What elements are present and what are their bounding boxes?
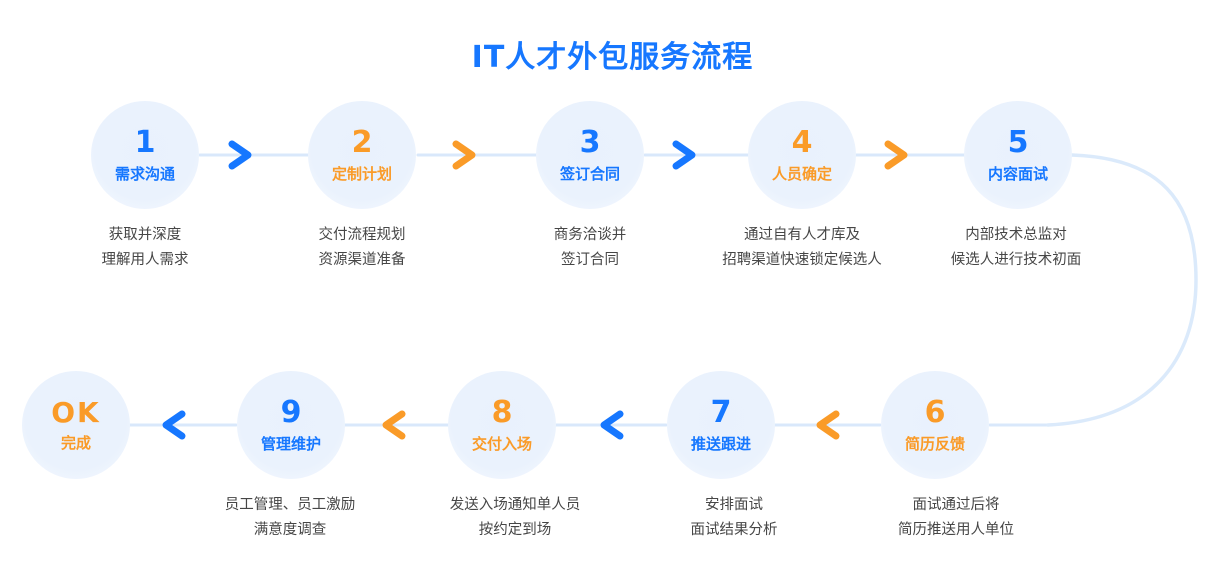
flow-node-5[interactable]: 5 内容面试 bbox=[918, 101, 1118, 209]
flow-node-2[interactable]: 2 定制计划 bbox=[262, 101, 462, 209]
desc-line: 满意度调查 bbox=[253, 522, 327, 538]
connector-5-6-curve bbox=[1046, 153, 1198, 427]
node-bubble: 8 交付入场 bbox=[448, 371, 556, 479]
node-label: 管理维护 bbox=[260, 435, 321, 453]
desc-line: 理解用人需求 bbox=[101, 252, 189, 268]
node-number: 6 bbox=[924, 395, 946, 430]
arrow-7-8 bbox=[600, 410, 624, 440]
flow-desc-9: 员工管理、员工激励 满意度调查 bbox=[225, 493, 356, 543]
desc-line: 商务洽谈并 bbox=[553, 227, 627, 243]
desc-line: 交付流程规划 bbox=[318, 227, 406, 243]
node-number: 5 bbox=[1007, 125, 1029, 160]
node-label: 定制计划 bbox=[331, 165, 392, 183]
flow-node-8[interactable]: 8 交付入场 bbox=[402, 371, 602, 479]
desc-line: 内部技术总监对 bbox=[965, 227, 1067, 243]
desc-line: 面试通过后将 bbox=[912, 497, 1000, 513]
node-label: 推送跟进 bbox=[690, 435, 751, 453]
flow-node-7[interactable]: 7 推送跟进 bbox=[621, 371, 821, 479]
node-number: 4 bbox=[791, 125, 813, 160]
node-bubble: 9 管理维护 bbox=[237, 371, 345, 479]
node-bubble: 7 推送跟进 bbox=[667, 371, 775, 479]
flow-node-6[interactable]: 6 简历反馈 bbox=[835, 371, 1035, 479]
desc-line: 安排面试 bbox=[705, 497, 763, 513]
arrow-6-7 bbox=[816, 410, 840, 440]
flow-node-4[interactable]: 4 人员确定 bbox=[702, 101, 902, 209]
node-bubble: 2 定制计划 bbox=[308, 101, 416, 209]
node-label: 签订合同 bbox=[559, 165, 620, 183]
node-label: 简历反馈 bbox=[904, 435, 965, 453]
node-label: 内容面试 bbox=[987, 165, 1048, 183]
node-bubble: 5 内容面试 bbox=[964, 101, 1072, 209]
flow-node-9[interactable]: 9 管理维护 bbox=[191, 371, 391, 479]
desc-line: 获取并深度 bbox=[108, 227, 182, 243]
desc-line: 简历推送用人单位 bbox=[898, 522, 1014, 538]
flow-node-3[interactable]: 3 签订合同 bbox=[490, 101, 690, 209]
arrow-9-ok bbox=[162, 410, 186, 440]
node-label: 完成 bbox=[60, 434, 91, 452]
desc-line: 招聘渠道快速锁定候选人 bbox=[722, 252, 882, 268]
node-bubble: 3 签订合同 bbox=[536, 101, 644, 209]
node-number: OK bbox=[51, 396, 101, 429]
page-title: IT人才外包服务流程 bbox=[471, 40, 754, 75]
flow-desc-8: 发送入场通知单人员 按约定到场 bbox=[450, 493, 581, 543]
desc-line: 面试结果分析 bbox=[690, 522, 778, 538]
desc-line: 资源渠道准备 bbox=[318, 252, 406, 268]
node-bubble: 4 人员确定 bbox=[748, 101, 856, 209]
node-number: 7 bbox=[710, 395, 732, 430]
node-label: 人员确定 bbox=[771, 165, 832, 183]
arrow-3-4 bbox=[672, 140, 696, 170]
arrow-8-9 bbox=[382, 410, 406, 440]
desc-line: 候选人进行技术初面 bbox=[950, 252, 1082, 268]
node-number: 3 bbox=[579, 125, 601, 160]
node-number: 2 bbox=[351, 125, 373, 160]
flow-node-1[interactable]: 1 需求沟通 bbox=[45, 101, 245, 209]
node-number: 8 bbox=[491, 395, 513, 430]
flow-desc-1: 获取并深度 理解用人需求 bbox=[102, 223, 189, 273]
flow-desc-5: 内部技术总监对 候选人进行技术初面 bbox=[951, 223, 1082, 273]
node-bubble: 1 需求沟通 bbox=[91, 101, 199, 209]
desc-line: 通过自有人才库及 bbox=[744, 227, 860, 243]
arrow-1-2 bbox=[228, 140, 252, 170]
flow-desc-7: 安排面试 面试结果分析 bbox=[691, 493, 778, 543]
flow-desc-2: 交付流程规划 资源渠道准备 bbox=[319, 223, 406, 273]
node-label: 需求沟通 bbox=[114, 165, 175, 183]
node-bubble: 6 简历反馈 bbox=[881, 371, 989, 479]
desc-line: 签订合同 bbox=[561, 252, 619, 268]
arrow-4-5 bbox=[884, 140, 908, 170]
arrow-2-3 bbox=[452, 140, 476, 170]
desc-line: 发送入场通知单人员 bbox=[449, 497, 581, 513]
desc-line: 员工管理、员工激励 bbox=[224, 497, 356, 513]
node-number: 1 bbox=[134, 125, 156, 160]
flow-node-ok[interactable]: OK 完成 bbox=[0, 371, 176, 479]
node-label: 交付入场 bbox=[471, 435, 532, 453]
node-bubble: OK 完成 bbox=[22, 371, 130, 479]
desc-line: 按约定到场 bbox=[478, 522, 552, 538]
flow-desc-6: 面试通过后将 简历推送用人单位 bbox=[898, 493, 1014, 543]
node-number: 9 bbox=[280, 395, 302, 430]
flow-desc-4: 通过自有人才库及 招聘渠道快速锁定候选人 bbox=[722, 223, 882, 273]
flow-desc-3: 商务洽谈并 签订合同 bbox=[554, 223, 627, 273]
